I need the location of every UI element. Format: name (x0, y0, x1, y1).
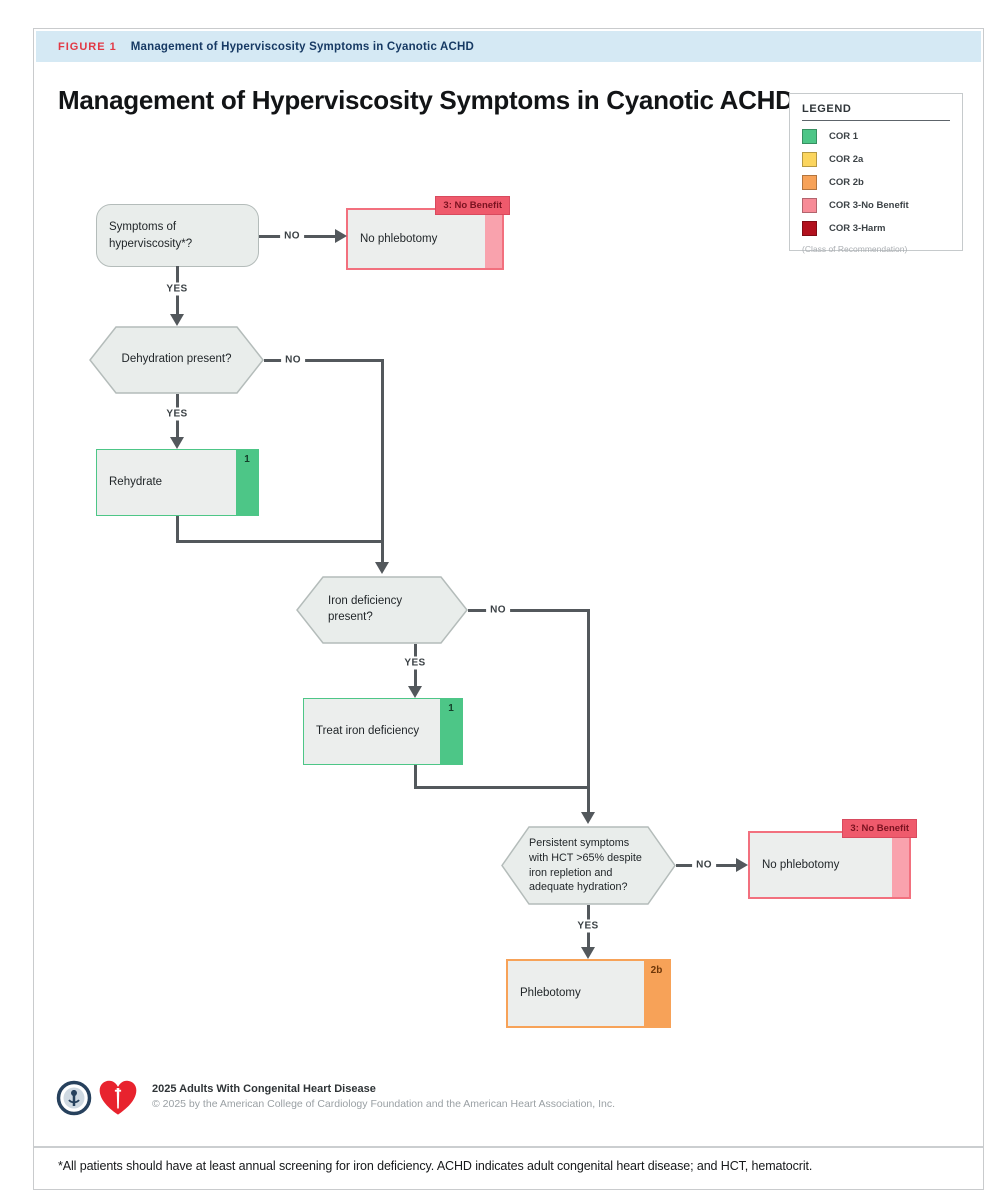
cor-stripe (892, 833, 909, 897)
cor-stripe (485, 210, 502, 268)
footer-text: 2025 Adults With Congenital Heart Diseas… (152, 1079, 615, 1110)
legend-item-label: COR 3-No Benefit (829, 200, 909, 211)
node-text: No phlebotomy (762, 858, 840, 871)
node-treat-iron-deficiency: Treat iron deficiency 1 (303, 698, 463, 765)
footer-title: 2025 Adults With Congenital Heart Diseas… (152, 1083, 376, 1095)
figure-frame: FIGURE 1 Management of Hyperviscosity Sy… (33, 28, 984, 1190)
node-text: Rehydrate (109, 476, 163, 489)
connector-line (468, 608, 589, 612)
arrowhead-down-icon (581, 812, 595, 824)
footer: 2025 Adults With Congenital Heart Diseas… (56, 1079, 615, 1117)
node-symptoms-of-hyperviscosity: Symptoms of hyperviscosity*? (96, 204, 259, 267)
legend-box: LEGEND COR 1 COR 2a COR 2b COR 3-No Bene… (789, 93, 963, 254)
arrowhead-down-icon (581, 947, 595, 959)
cor3-no-benefit-swatch-icon (802, 198, 817, 213)
cor2b-swatch-icon (802, 175, 817, 190)
aha-heart-torch-logo-icon (99, 1079, 137, 1115)
node-text: Persistent symptoms with HCT >65% despit… (529, 836, 642, 894)
edge-label-no: NO (281, 353, 305, 367)
edge-label-yes: YES (400, 656, 430, 670)
node-rehydrate: Rehydrate 1 (96, 449, 259, 516)
arrowhead-down-icon (408, 686, 422, 698)
arrowhead-down-icon (170, 314, 184, 326)
cor-badge-no-benefit: 3: No Benefit (435, 196, 510, 215)
cor-badge-no-benefit: 3: No Benefit (842, 819, 917, 838)
acc-logo-icon (56, 1080, 92, 1116)
cor-badge-2b: 2b (650, 965, 663, 976)
node-text: Phlebotomy (520, 987, 581, 1000)
cor1-swatch-icon (802, 129, 817, 144)
node-text: Iron deficiency present? (328, 595, 403, 623)
cor-stripe (236, 450, 258, 515)
connector-line (413, 765, 417, 789)
node-text: No phlebotomy (360, 232, 438, 245)
edge-label-no: NO (486, 603, 510, 617)
legend-title: LEGEND (802, 103, 950, 121)
connector-line (413, 786, 590, 789)
cor-badge-1: 1 (448, 703, 454, 714)
arrowhead-right-icon (736, 858, 748, 872)
legend-item-label: COR 3-Harm (829, 223, 886, 234)
legend-item-cor1: COR 1 (802, 129, 950, 144)
node-phlebotomy: Phlebotomy 2b (506, 959, 671, 1028)
connector-line (380, 358, 384, 563)
connector-line (586, 608, 590, 813)
edge-label-yes: YES (162, 282, 192, 296)
connector-line (175, 516, 179, 543)
edge-label-no: NO (280, 229, 304, 243)
legend-item-cor3-no-benefit: COR 3-No Benefit (802, 198, 950, 213)
figure-header-title: Management of Hyperviscosity Symptoms in… (130, 40, 475, 53)
legend-item-cor3-harm: COR 3-Harm (802, 221, 950, 236)
node-dehydration-present: Dehydration present? (89, 326, 264, 394)
hexagon-shape (296, 576, 468, 644)
cor3-harm-swatch-icon (802, 221, 817, 236)
legend-item-cor2b: COR 2b (802, 175, 950, 190)
legend-note: (Class of Recommendation) (802, 244, 908, 254)
connector-line (264, 358, 382, 362)
legend-item-label: COR 2a (829, 154, 864, 165)
footer-copyright: © 2025 by the American College of Cardio… (152, 1098, 616, 1110)
cor-stripe (644, 961, 669, 1026)
arrowhead-down-icon (375, 562, 389, 574)
connector-line (175, 540, 383, 543)
cor2a-swatch-icon (802, 152, 817, 167)
cor-stripe (440, 699, 462, 764)
footnote-text: *All patients should have at least annua… (58, 1159, 813, 1173)
cor-badge-1: 1 (244, 454, 250, 465)
arrowhead-right-icon (335, 229, 347, 243)
node-text: Dehydration present? (121, 353, 232, 366)
hexagon-shape (89, 326, 264, 394)
figure-header-bar: FIGURE 1 Management of Hyperviscosity Sy… (36, 31, 981, 62)
edge-label-yes: YES (573, 919, 603, 933)
page-title: Management of Hyperviscosity Symptoms in… (58, 85, 794, 115)
edge-label-no: NO (692, 858, 716, 872)
legend-item-label: COR 2b (829, 177, 864, 188)
node-no-phlebotomy-1: No phlebotomy 3: No Benefit (346, 196, 510, 270)
legend-item-label: COR 1 (829, 131, 859, 142)
footnote-divider (34, 1146, 983, 1148)
node-iron-deficiency-present: Iron deficiency present? (296, 576, 468, 644)
node-text: Treat iron deficiency (316, 725, 420, 738)
footer-logos (56, 1079, 138, 1117)
node-persistent-symptoms: Persistent symptoms with HCT >65% despit… (501, 826, 676, 905)
node-no-phlebotomy-2: No phlebotomy 3: No Benefit (748, 819, 917, 899)
figure-number-label: FIGURE 1 (58, 40, 117, 53)
arrowhead-down-icon (170, 437, 184, 449)
legend-item-cor2a: COR 2a (802, 152, 950, 167)
hexagon-shape (501, 826, 676, 905)
edge-label-yes: YES (162, 407, 192, 421)
node-text: Symptoms of hyperviscosity*? (109, 221, 193, 250)
